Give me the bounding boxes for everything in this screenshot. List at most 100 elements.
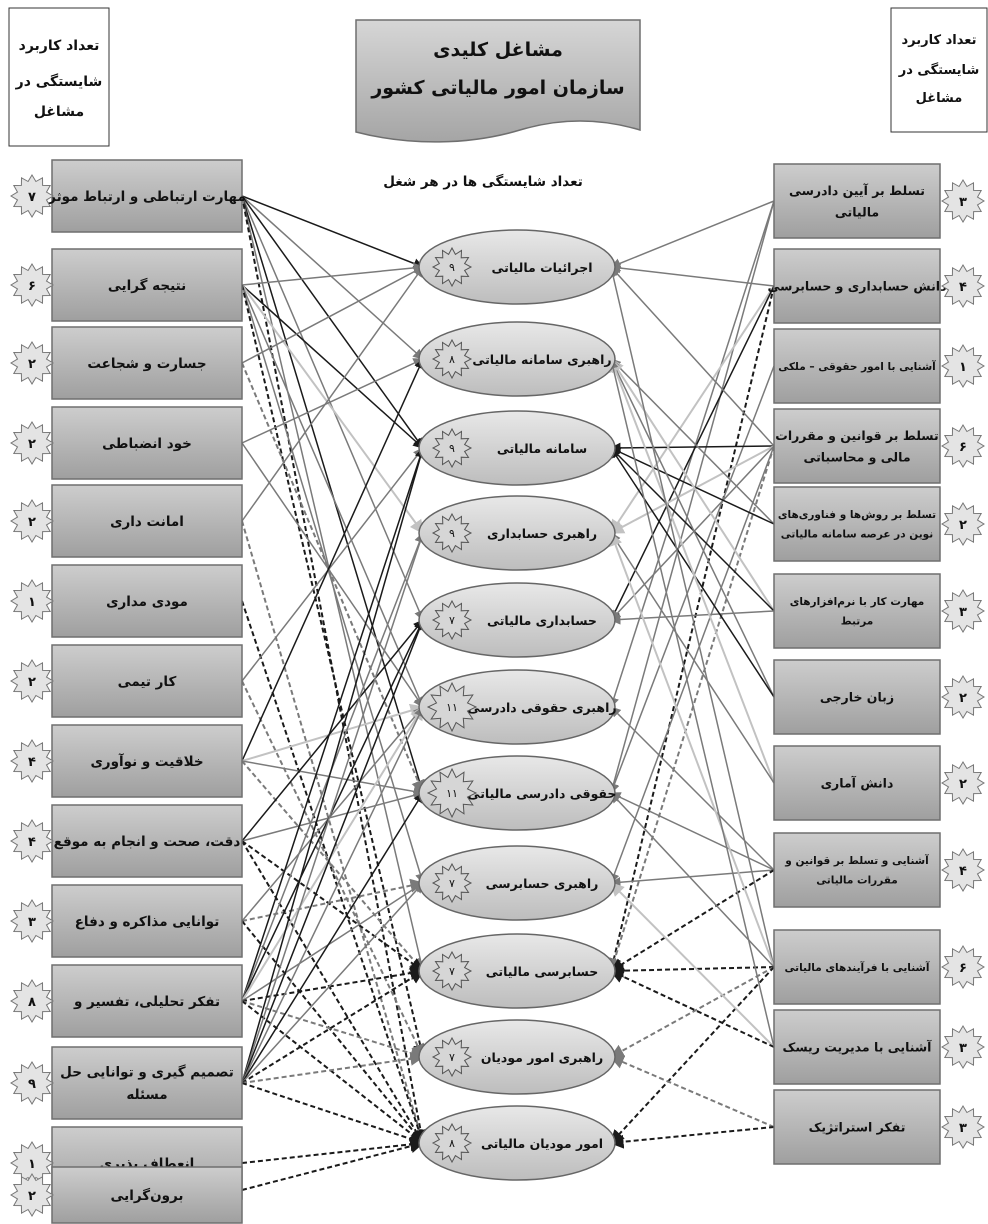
job-count-burst-icon — [426, 681, 478, 733]
link-arrow — [609, 1055, 775, 1128]
competency-label: برون‌گرایی — [111, 1187, 184, 1204]
competency-label: دانش آماری — [821, 776, 894, 791]
competency-box — [51, 644, 243, 718]
link-arrow — [609, 442, 775, 454]
link-arrow — [241, 878, 425, 922]
link-arrow — [241, 792, 424, 1084]
link-arrow — [608, 265, 775, 968]
job-ellipse — [418, 229, 616, 305]
count-burst-icon — [941, 1105, 985, 1149]
count-burst-icon — [941, 675, 985, 719]
link-arrow — [608, 357, 775, 784]
link-arrow — [609, 966, 775, 1058]
job-count: ۷ — [449, 965, 455, 978]
competency-count: ۳ — [28, 915, 36, 930]
link-arrow — [241, 705, 424, 1002]
competency-count: ۱ — [28, 1157, 36, 1172]
right-legend-line: مشاغل — [916, 91, 963, 106]
job-count: ۹ — [449, 442, 455, 455]
link-arrow — [241, 447, 424, 682]
job-ellipse — [418, 669, 616, 745]
job-count-burst-icon — [431, 338, 473, 380]
competency-count: ۶ — [959, 440, 967, 455]
competency-label: نوین در عرصه سامانه مالیاتی — [781, 529, 933, 541]
job-ellipse — [418, 582, 616, 658]
link-arrow — [241, 284, 424, 449]
link-arrow — [241, 284, 425, 708]
count-burst-icon — [941, 945, 985, 989]
competency-count: ۴ — [959, 280, 967, 295]
link-arrow — [241, 1082, 425, 1146]
job-count: ۸ — [449, 1137, 455, 1150]
link-arrow — [241, 195, 424, 360]
competency-count: ۲ — [959, 518, 967, 533]
job-count-burst-icon — [431, 1036, 473, 1078]
link-arrow — [610, 532, 775, 784]
count-burst-icon — [10, 499, 54, 543]
link-arrow — [609, 445, 775, 534]
left-legend-line: شایستگی در — [15, 73, 103, 90]
job-node: اجرائیات مالیاتی ۹ — [418, 229, 616, 305]
competency-label: آشنایی با امور حقوقی – ملکی — [778, 360, 936, 373]
count-burst-icon — [941, 1025, 985, 1069]
job-label: راهبری سامانه مالیاتی — [472, 352, 611, 367]
link-arrow — [241, 262, 425, 286]
link-arrow — [241, 532, 426, 1084]
count-burst-icon — [10, 1061, 54, 1105]
link-arrow — [608, 200, 775, 795]
competency-label: زبان خارجی — [820, 690, 894, 705]
link-arrow — [241, 284, 424, 535]
link-arrow — [241, 619, 424, 1002]
competency-box — [51, 159, 243, 233]
right-legend-line: تعداد کاربرد — [902, 33, 977, 48]
job-label: راهبری حقوقی دادرسی — [467, 700, 616, 715]
job-count-burst-icon — [431, 1122, 473, 1164]
count-burst-icon — [10, 819, 54, 863]
link-arrow — [610, 357, 775, 612]
link-arrow — [241, 266, 424, 522]
link-arrow — [241, 840, 424, 1145]
job-count-burst-icon — [426, 767, 478, 819]
competency-count: ۷ — [28, 190, 36, 205]
job-count: ۹ — [449, 261, 455, 274]
link-arrow — [610, 882, 775, 1048]
competency-label: مرتبط — [841, 616, 874, 628]
count-burst-icon — [10, 1173, 54, 1217]
job-ellipse — [418, 495, 616, 571]
competency-count: ۳ — [959, 1041, 967, 1056]
link-arrow — [241, 970, 425, 1084]
competency-label: مودی مداری — [106, 594, 188, 610]
job-label: سامانه مالیاتی — [497, 441, 587, 456]
job-count: ۷ — [449, 1051, 455, 1064]
competency-count: ۲ — [28, 357, 36, 372]
competency-label: تصمیم گیری و توانایی حل — [60, 1064, 234, 1081]
competency-count: ۴ — [28, 835, 36, 850]
count-burst-icon — [10, 739, 54, 783]
link-arrow — [241, 520, 427, 1145]
job-label: حسابرسی مالیاتی — [486, 964, 598, 979]
link-arrow — [241, 619, 425, 1084]
competency-box — [773, 832, 941, 908]
competency-label: آشنایی با فرآیندهای مالیاتی — [785, 961, 930, 974]
competency-count: ۶ — [959, 961, 967, 976]
job-ellipse — [418, 410, 616, 486]
link-arrow — [241, 882, 424, 1002]
link-arrow — [609, 869, 775, 888]
job-label: اجرائیات مالیاتی — [491, 260, 592, 275]
link-arrow — [241, 442, 424, 708]
competency-count: ۳ — [959, 195, 967, 210]
link-arrow — [241, 446, 426, 1084]
